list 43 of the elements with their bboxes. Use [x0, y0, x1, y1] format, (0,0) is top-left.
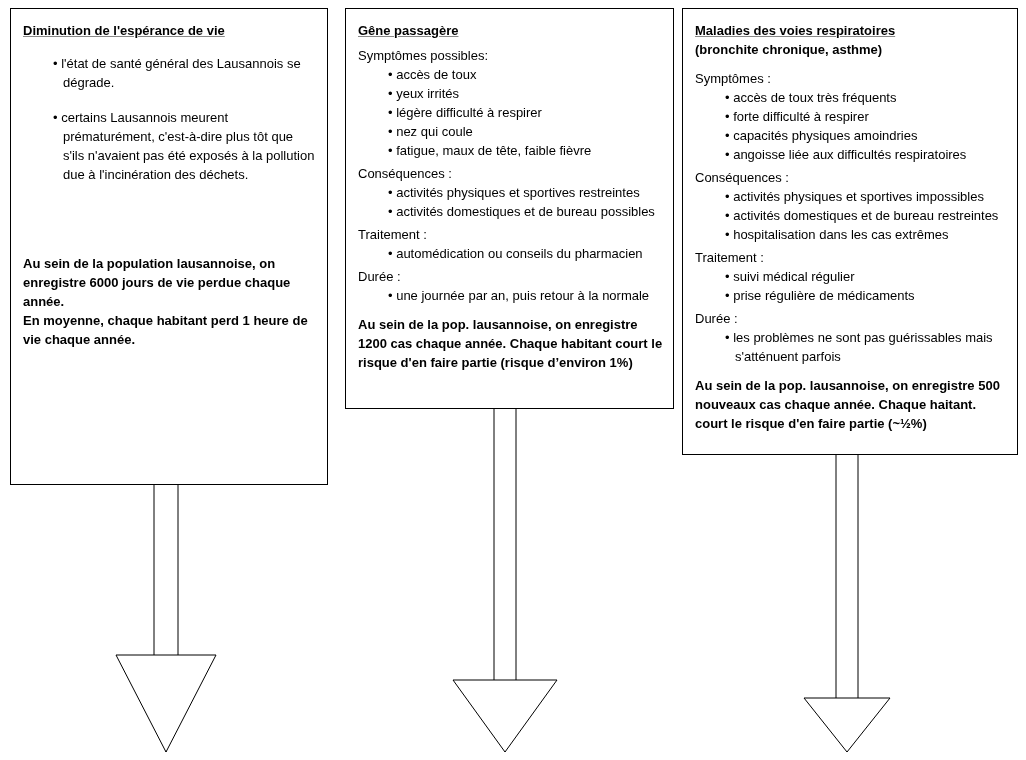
box-heading: Maladies des voies respiratoires — [695, 22, 897, 40]
box-heading: Gêne passagère — [358, 22, 460, 40]
block-arrow — [452, 408, 558, 753]
box-subheading: (bronchite chronique, asthme) — [695, 41, 884, 59]
section-label: Conséquences : — [695, 169, 790, 187]
bullet-item: • forte difficulté à respirer — [725, 108, 870, 126]
section-label: Durée : — [358, 268, 402, 286]
bullet-item: • l'état de santé général des Lausannois se dégrade. — [53, 55, 302, 92]
bullet-item: • accès de toux très fréquents — [725, 89, 898, 107]
text-box — [682, 8, 1018, 455]
bullet-item: • activités physiques et sportives impossibles — [725, 188, 985, 206]
bullet-item: • automédication ou conseils du pharmacien — [388, 245, 644, 263]
text-box — [345, 8, 674, 409]
bullet-item: • hospitalisation dans les cas extrêmes — [725, 226, 950, 244]
bullet-item: • une journée par an, puis retour à la normale — [388, 287, 651, 305]
bullet-item: • certains Lausannois meurent prématurément, c'est-à-dire plus tôt que s'ils n'avaient pas été exposés à la pollution due à l'incinération des déchets. — [53, 109, 316, 184]
bullet-item: • activités domestiques et de bureau possibles — [388, 203, 656, 221]
summary-text: Au sein de la pop. lausannoise, on enregistre 500 nouveaux cas chaque année. Chaque haitant. court le risque d'en faire partie (~½%) — [695, 377, 1001, 433]
section-label: Durée : — [695, 310, 739, 328]
section-label: Symptômes : — [695, 70, 772, 88]
bullet-item: • activités domestiques et de bureau restreintes — [725, 207, 1000, 225]
bullet-item: • prise régulière de médicaments — [725, 287, 916, 305]
bullet-item: • capacités physiques amoindries — [725, 127, 919, 145]
bullet-item: • légère difficulté à respirer — [388, 104, 543, 122]
bullet-item: • fatigue, maux de tête, faible fièvre — [388, 142, 593, 160]
bullet-item: • activités physiques et sportives restreintes — [388, 184, 641, 202]
block-arrow — [115, 484, 217, 753]
bullet-item: • les problèmes ne sont pas guérissables mais s'atténuent parfois — [725, 329, 994, 366]
bullet-item: • accès de toux — [388, 66, 478, 84]
block-arrow — [803, 454, 891, 753]
bullet-item: • angoisse liée aux difficultés respiratoires — [725, 146, 968, 164]
summary-text: Au sein de la pop. lausannoise, on enregistre 1200 cas chaque année. Chaque habitant court le risque d'en faire partie (risque d’environ 1%) — [358, 316, 663, 372]
summary-text: En moyenne, chaque habitant perd 1 heure de vie chaque année. — [23, 312, 309, 349]
section-label: Conséquences : — [358, 165, 453, 183]
section-label: Symptômes possibles: — [358, 47, 490, 65]
bullet-item: • yeux irrités — [388, 85, 460, 103]
box-heading: Diminution de l'espérance de vie — [23, 22, 226, 40]
bullet-item: • nez qui coule — [388, 123, 474, 141]
section-label: Traitement : — [358, 226, 428, 244]
section-label: Traitement : — [695, 249, 765, 267]
bullet-item: • suivi médical régulier — [725, 268, 856, 286]
summary-text: Au sein de la population lausannoise, on enregistre 6000 jours de vie perdue chaque année. — [23, 255, 292, 311]
text-box — [10, 8, 328, 485]
